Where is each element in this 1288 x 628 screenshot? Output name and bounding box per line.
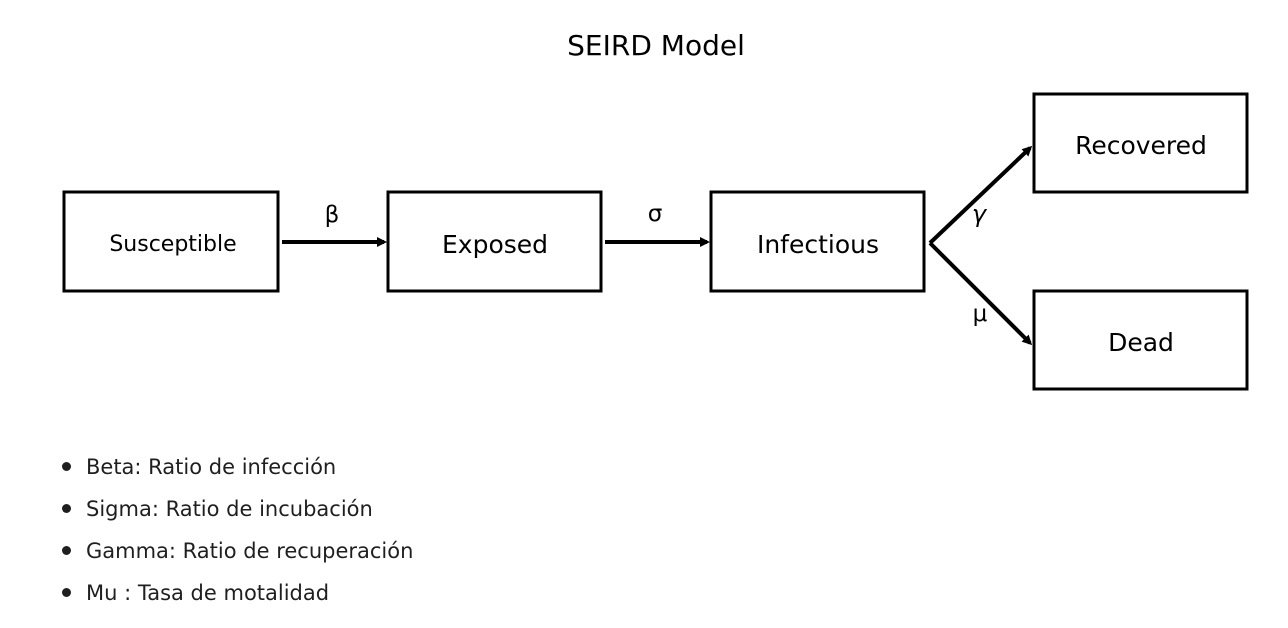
node-susceptible-label: Susceptible <box>109 232 236 257</box>
bullet-icon <box>62 588 71 597</box>
legend-item-text: Sigma: Ratio de incubación <box>86 497 373 521</box>
bullet-icon <box>62 504 71 513</box>
node-dead-label: Dead <box>1108 328 1174 357</box>
node-exposed-box <box>386 190 603 293</box>
rate-mu-label: μ <box>973 301 988 327</box>
node-recovered-box <box>1032 92 1249 194</box>
node-susceptible: Susceptible <box>62 190 280 293</box>
seird-diagram: SEIRD Model Susceptible Exposed Infectio… <box>62 29 1249 391</box>
edge-infectious-recovered <box>928 145 1033 245</box>
legend-item-beta: Beta: Ratio de infección <box>62 446 413 488</box>
legend-item-gamma: Gamma: Ratio de recuperación <box>62 530 413 572</box>
node-exposed: Exposed <box>386 190 603 293</box>
legend-item-text: Mu : Tasa de motalidad <box>86 581 330 605</box>
bullet-icon <box>62 462 71 471</box>
node-recovered: Recovered <box>1032 92 1249 194</box>
parameter-legend: Beta: Ratio de infección Sigma: Ratio de… <box>62 446 413 614</box>
node-infectious: Infectious <box>709 190 926 293</box>
node-recovered-label: Recovered <box>1075 131 1207 160</box>
rate-sigma-label: σ <box>648 201 663 227</box>
legend-item-sigma: Sigma: Ratio de incubación <box>62 488 413 530</box>
node-susceptible-box <box>62 190 280 293</box>
edge-infectious-dead <box>928 241 1033 346</box>
legend-item-mu: Mu : Tasa de motalidad <box>62 572 413 614</box>
node-dead: Dead <box>1032 289 1249 391</box>
legend-item-text: Beta: Ratio de infección <box>86 455 337 479</box>
rate-beta-label: β <box>325 202 340 228</box>
bullet-icon <box>62 546 71 555</box>
legend-item-text: Gamma: Ratio de recuperación <box>86 539 414 563</box>
rate-gamma-label: γ <box>972 200 988 228</box>
node-exposed-label: Exposed <box>442 230 548 259</box>
node-dead-box <box>1032 289 1249 391</box>
diagram-title: SEIRD Model <box>567 29 745 62</box>
node-infectious-label: Infectious <box>757 230 879 259</box>
node-infectious-box <box>709 190 926 293</box>
